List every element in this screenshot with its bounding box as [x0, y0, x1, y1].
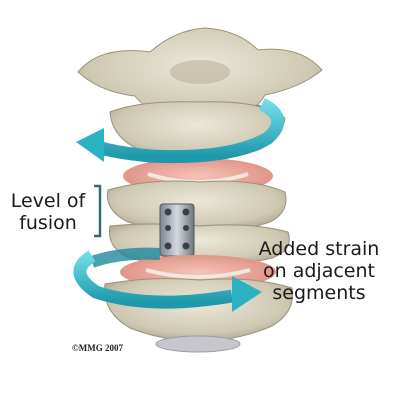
added-strain-line-1: Added strain [258, 238, 380, 260]
fusion-plate [159, 203, 195, 257]
fusion-bracket-icon [94, 184, 102, 238]
level-of-fusion-label: Level of fusion [2, 190, 94, 234]
added-strain-line-2: on adjacent [263, 260, 375, 282]
vertebra-fused-upper [106, 180, 287, 233]
level-of-fusion-line-2: fusion [19, 212, 77, 234]
upper-rotation-arrow-icon [76, 98, 284, 164]
level-of-fusion-line-1: Level of [10, 190, 86, 212]
added-strain-line-3: segments [272, 282, 366, 304]
vertebra-c1 [77, 27, 323, 123]
copyright-text: ©MMG 2007 [72, 343, 123, 353]
lower-arrow-back [89, 247, 161, 268]
lower-rotation-arrow-icon [73, 250, 262, 312]
added-strain-label: Added strain on adjacent segments [238, 238, 400, 304]
